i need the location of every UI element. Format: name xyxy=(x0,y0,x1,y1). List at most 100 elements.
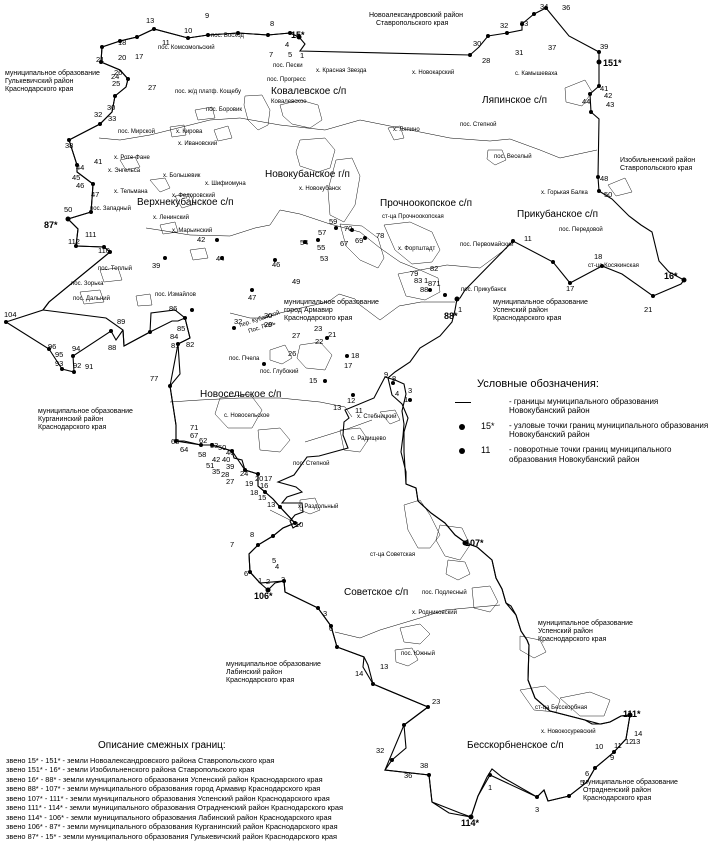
svg-text:9: 9 xyxy=(205,11,209,20)
svg-text:51: 51 xyxy=(206,461,214,470)
svg-text:20: 20 xyxy=(118,53,126,62)
svg-text:89: 89 xyxy=(117,317,125,326)
svg-text:94: 94 xyxy=(72,344,80,353)
svg-text:39: 39 xyxy=(226,462,234,471)
svg-text:х. Федоровский: х. Федоровский xyxy=(172,192,215,199)
svg-text:13: 13 xyxy=(146,16,154,25)
svg-text:Краснодарского края: Краснодарского края xyxy=(226,677,294,684)
svg-text:36: 36 xyxy=(404,771,412,780)
svg-text:1: 1 xyxy=(458,305,462,314)
svg-text:13: 13 xyxy=(380,662,388,671)
svg-text:пос. Восход: пос. Восход xyxy=(211,33,244,39)
svg-text:67: 67 xyxy=(340,239,348,248)
area-lyapinskoe: Ляпинское с/п xyxy=(482,95,547,106)
svg-text:2: 2 xyxy=(266,577,270,586)
svg-text:57: 57 xyxy=(318,228,326,237)
svg-text:Ставропольского края: Ставропольского края xyxy=(620,165,692,172)
svg-text:5: 5 xyxy=(580,778,584,787)
svg-text:9: 9 xyxy=(610,753,614,762)
svg-text:62: 62 xyxy=(199,436,207,445)
svg-text:Краснодарского края: Краснодарского края xyxy=(583,795,651,802)
svg-text:112: 112 xyxy=(68,237,80,246)
svg-text:х. Родниковский: х. Родниковский xyxy=(412,609,457,616)
svg-text:пос. Боровик: пос. Боровик xyxy=(206,107,242,113)
area-verkhnekubanskoe: Верхнекубанское с/п xyxy=(137,196,234,208)
svg-text:4: 4 xyxy=(275,562,279,571)
svg-text:пос. Дальний: пос. Дальний xyxy=(73,295,110,302)
svg-text:93: 93 xyxy=(55,359,63,368)
svg-text:6: 6 xyxy=(329,624,333,633)
svg-text:44: 44 xyxy=(216,254,224,263)
svg-text:х. Ляпино: х. Ляпино xyxy=(393,127,420,133)
svg-text:82: 82 xyxy=(186,340,194,349)
svg-text:82: 82 xyxy=(430,264,438,273)
svg-text:111*: 111* xyxy=(623,709,641,719)
svg-text:38: 38 xyxy=(420,761,428,770)
svg-text:13: 13 xyxy=(333,403,341,412)
description-row: звено 111* - 114* - земли муниципального… xyxy=(6,803,344,813)
svg-text:Краснодарского края: Краснодарского края xyxy=(538,636,606,643)
svg-text:12: 12 xyxy=(625,737,633,746)
svg-text:пос. Теплый: пос. Теплый xyxy=(98,265,132,272)
svg-text:53: 53 xyxy=(320,254,328,263)
svg-text:х. Тельмана: х. Тельмана xyxy=(114,189,148,195)
svg-text:31: 31 xyxy=(515,48,523,57)
svg-text:44: 44 xyxy=(76,163,84,172)
svg-text:15: 15 xyxy=(258,493,266,502)
svg-text:х. Фортштадт: х. Фортштадт xyxy=(398,246,436,252)
svg-text:30: 30 xyxy=(264,311,272,320)
svg-text:Новоалександровский район: Новоалександровский район xyxy=(369,11,463,19)
svg-text:50: 50 xyxy=(64,205,72,214)
svg-text:с. Камышеваха: с. Камышеваха xyxy=(515,71,558,77)
svg-text:91: 91 xyxy=(85,362,93,371)
description-row: звено 107* - 111* - земли муниципального… xyxy=(6,793,330,803)
svg-text:47: 47 xyxy=(91,190,99,199)
svg-text:86: 86 xyxy=(169,304,177,313)
svg-text:муниципальное образование: муниципальное образование xyxy=(284,298,379,306)
svg-text:11: 11 xyxy=(355,406,363,415)
svg-text:27: 27 xyxy=(292,331,300,340)
svg-text:38: 38 xyxy=(65,141,73,150)
svg-text:пос. ж/д платф. Кощебу: пос. ж/д платф. Кощебу xyxy=(175,89,241,95)
point-labels: 13 18 21 20 17 11 10 9 8 7 4 5 1 15* 30 … xyxy=(4,2,678,828)
svg-text:муниципальное образование: муниципальное образование xyxy=(226,660,321,668)
svg-text:28: 28 xyxy=(482,56,490,65)
svg-text:11: 11 xyxy=(162,38,170,47)
svg-text:8: 8 xyxy=(392,374,396,383)
svg-text:х. Марьинский: х. Марьинский xyxy=(172,227,212,234)
svg-text:88: 88 xyxy=(420,285,428,294)
svg-text:ст-ца Бесскорбная: ст-ца Бесскорбная xyxy=(535,705,587,711)
svg-text:пос. Передовой: пос. Передовой xyxy=(559,226,603,233)
svg-text:Отрадненский район: Отрадненский район xyxy=(583,786,651,794)
svg-text:110: 110 xyxy=(98,246,110,255)
svg-text:8: 8 xyxy=(270,19,274,28)
svg-text:10: 10 xyxy=(184,26,192,35)
svg-text:107*: 107* xyxy=(465,538,484,548)
svg-text:пос. Комсомольский: пос. Комсомольский xyxy=(158,44,215,51)
description-row: звено 114* - 106* - земли муниципального… xyxy=(6,812,332,822)
svg-text:17: 17 xyxy=(135,52,143,61)
boundary-north xyxy=(100,7,685,300)
svg-text:39: 39 xyxy=(152,261,160,270)
svg-text:13: 13 xyxy=(632,737,640,746)
svg-text:83: 83 xyxy=(414,276,422,285)
svg-text:26: 26 xyxy=(114,68,122,77)
svg-text:18: 18 xyxy=(118,38,126,47)
svg-text:49: 49 xyxy=(292,277,300,286)
svg-text:Ковалевское: Ковалевское xyxy=(271,99,307,105)
svg-text:Лабинский район: Лабинский район xyxy=(226,668,282,676)
svg-text:58: 58 xyxy=(198,450,206,459)
svg-text:пос. Южный: пос. Южный xyxy=(401,650,435,657)
neighbor-labels: Новоалександровский район Ставропольског… xyxy=(5,11,695,802)
svg-text:5: 5 xyxy=(272,556,276,565)
svg-text:11: 11 xyxy=(614,741,622,750)
svg-text:Краснодарского края: Краснодарского края xyxy=(284,315,352,322)
svg-text:7: 7 xyxy=(269,50,273,59)
svg-text:11: 11 xyxy=(524,234,532,243)
svg-text:42: 42 xyxy=(604,91,612,100)
legend-item-boundary: - границы муниципального образования Нов… xyxy=(455,397,715,415)
svg-text:17: 17 xyxy=(566,284,574,293)
svg-text:пос. Глубокий: пос. Глубокий xyxy=(260,368,299,375)
svg-text:151*: 151* xyxy=(603,58,622,68)
svg-text:46: 46 xyxy=(226,448,234,457)
